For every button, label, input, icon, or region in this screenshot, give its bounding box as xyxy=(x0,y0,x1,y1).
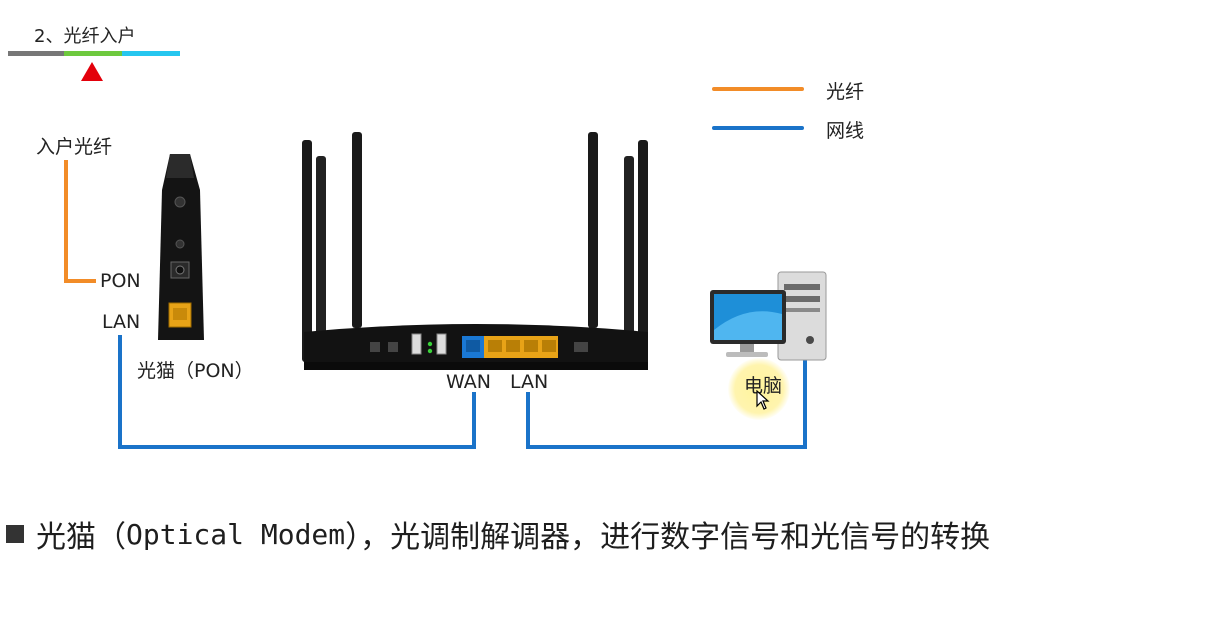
router-lan-label: LAN xyxy=(510,371,549,393)
legend-cable-line xyxy=(712,126,804,130)
desktop-computer-icon xyxy=(710,271,827,361)
legend-fiber-line xyxy=(712,87,804,91)
cursor-highlight xyxy=(728,358,790,420)
legend-fiber-label: 光纤 xyxy=(826,81,865,103)
computer-label: 电脑 xyxy=(744,375,783,397)
pon-port-label: PON xyxy=(100,270,141,292)
caption-cn-suffix: ），光调制解调器，进行数字信号和光信号的转换 xyxy=(345,520,991,555)
fiber-wire xyxy=(64,160,96,283)
optical-modem-icon xyxy=(158,154,204,340)
progress-segment-3 xyxy=(122,51,180,56)
step-title: 2、光纤入户 xyxy=(34,26,136,47)
caption-en-term: Optical Modem xyxy=(126,517,346,551)
cable-modem-to-wan xyxy=(118,335,476,449)
progress-marker-triangle-icon xyxy=(81,62,103,81)
incoming-fiber-label: 入户光纤 xyxy=(36,136,113,158)
cable-lan-to-pc xyxy=(526,360,807,449)
mouse-pointer-icon xyxy=(756,390,770,410)
progress-segment-1 xyxy=(8,51,64,56)
router-wan-label: WAN xyxy=(446,371,491,393)
caption-cn-prefix: 光猫（ xyxy=(36,520,126,555)
legend-cable-label: 网线 xyxy=(826,120,865,142)
caption-bullet-icon xyxy=(6,525,24,543)
lan-port-label: LAN xyxy=(102,311,141,333)
caption: 光猫（ Optical Modem ），光调制解调器，进行数字信号和光信号的转换 xyxy=(6,512,990,556)
modem-label: 光猫（PON） xyxy=(137,360,254,382)
progress-segment-2 xyxy=(64,51,122,56)
wireless-router-icon xyxy=(302,132,648,370)
